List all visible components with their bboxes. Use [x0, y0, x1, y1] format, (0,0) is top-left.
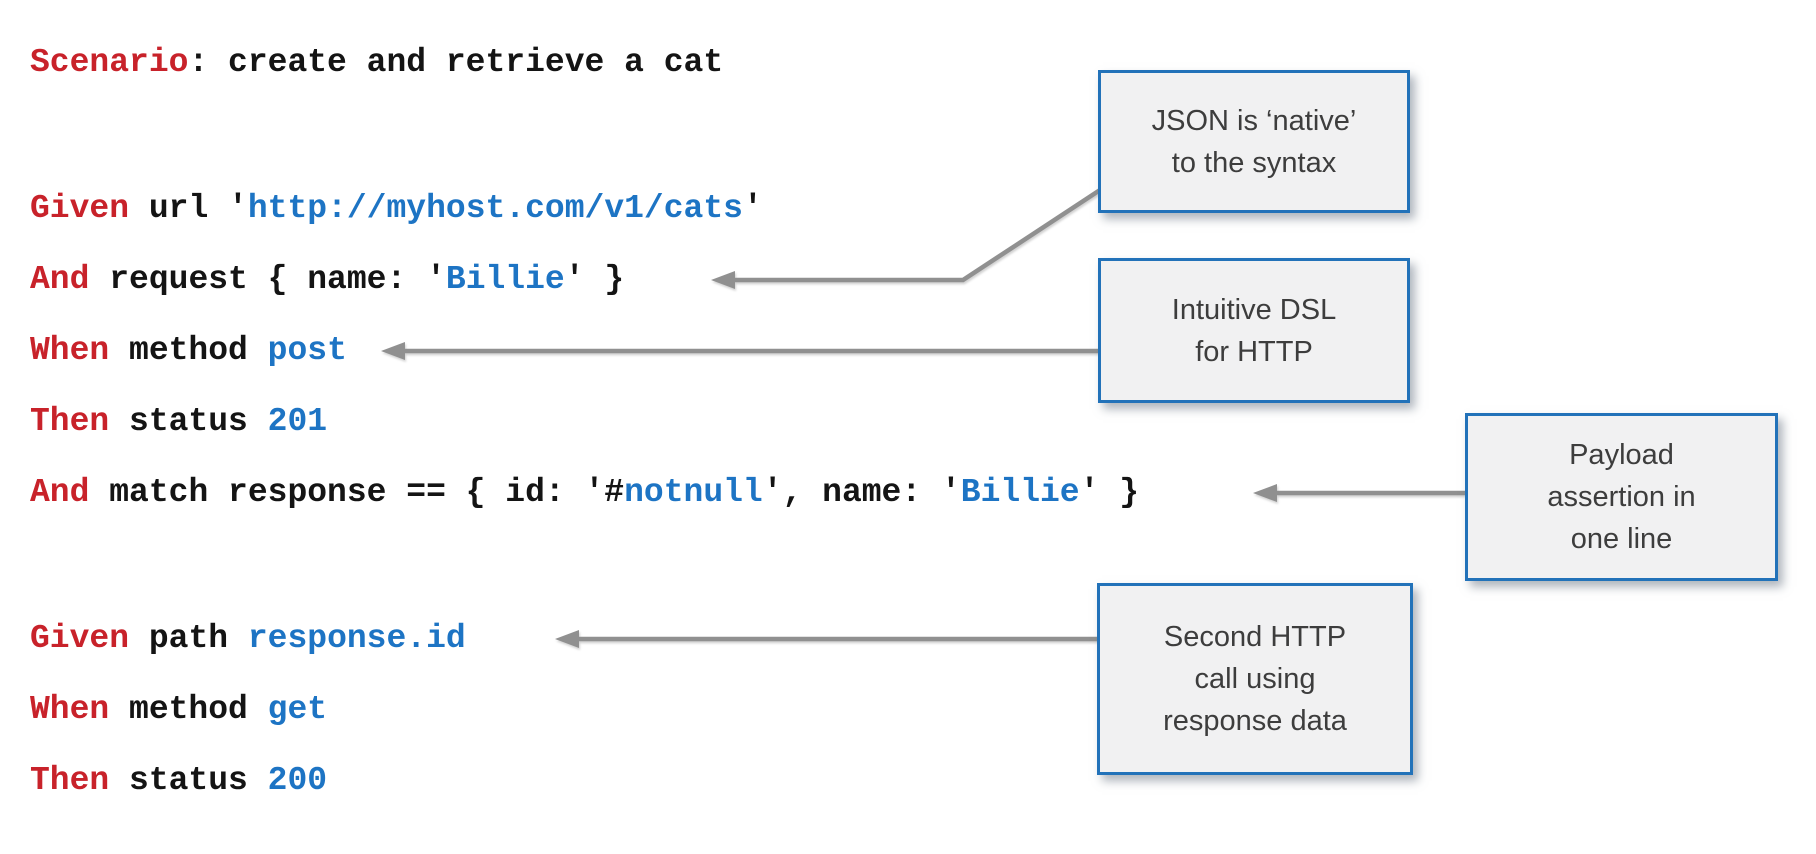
callout-line: one line	[1570, 523, 1673, 555]
callout-line: JSON is ‘native’	[1151, 104, 1357, 137]
code-token-keyword: When	[30, 332, 110, 369]
code-line: Scenario: create and retrieve a cat	[30, 27, 1139, 98]
code-line: When method get	[30, 674, 1139, 745]
arrow-json-native-to-request	[711, 188, 1102, 289]
code-token-plain: '	[742, 190, 763, 227]
code-token-keyword: Scenario	[30, 44, 189, 81]
code-token-plain: ' }	[1079, 474, 1140, 511]
code-token-keyword: Then	[30, 762, 110, 799]
code-token-value: 201	[267, 403, 328, 440]
callout-json-native: JSON is ‘native’ to the syntax	[1098, 70, 1410, 213]
code-token-plain: path	[129, 620, 248, 657]
code-line: When method post	[30, 315, 1139, 386]
code-token-value: Billie	[445, 261, 565, 298]
code-line: Then status 201	[30, 386, 1139, 457]
callout-payload-assertion: Payload assertion in one line	[1465, 413, 1778, 581]
code-token-value: get	[267, 691, 328, 728]
callout-line: Payload	[1569, 439, 1674, 471]
callout-second-call: Second HTTP call using response data	[1097, 583, 1413, 775]
callout-line: call using	[1194, 663, 1316, 695]
code-token-keyword: Given	[30, 190, 130, 227]
code-token-plain: ' }	[564, 261, 625, 298]
callout-intuitive-dsl: Intuitive DSL for HTTP	[1098, 258, 1410, 403]
code-token-value: Billie	[960, 474, 1080, 511]
code-token-keyword: Given	[30, 620, 130, 657]
callout-line: Intuitive DSL	[1171, 293, 1337, 326]
code-line: Given path response.id	[30, 603, 1139, 674]
code-token-value: http://myhost.com/v1/cats	[247, 190, 743, 227]
code-line: Then status 200	[30, 745, 1139, 816]
code-token-plain: request { name: '	[89, 261, 446, 298]
code-token-value: notnull	[624, 474, 763, 511]
callout-line: for HTTP	[1195, 335, 1313, 368]
callout-line: to the syntax	[1171, 146, 1337, 179]
code-token-plain: match response == { id: '#	[89, 474, 625, 511]
code-line: And match response == { id: '#notnull', …	[30, 457, 1139, 528]
code-token-keyword: When	[30, 691, 110, 728]
callout-line: Second HTTP	[1163, 621, 1347, 653]
code-token-value: post	[267, 332, 347, 369]
code-token-value: response.id	[247, 620, 466, 657]
callout-line: assertion in	[1547, 481, 1696, 513]
code-token-keyword: And	[30, 261, 90, 298]
code-token-plain: method	[109, 691, 268, 728]
code-token-plain: ', name: '	[762, 474, 961, 511]
code-token-value: 200	[267, 762, 328, 799]
code-token-keyword: And	[30, 474, 90, 511]
code-line: And request { name: 'Billie' }	[30, 244, 1139, 315]
code-token-plain: : create and retrieve a cat	[188, 44, 724, 81]
callout-line: response data	[1163, 705, 1347, 737]
code-token-plain: method	[109, 332, 268, 369]
code-token-keyword: Then	[30, 403, 110, 440]
code-token-plain: status	[109, 762, 268, 799]
code-token-plain: url '	[129, 190, 248, 227]
code-line: Given url 'http://myhost.com/v1/cats'	[30, 173, 1139, 244]
code-token-plain: status	[109, 403, 268, 440]
